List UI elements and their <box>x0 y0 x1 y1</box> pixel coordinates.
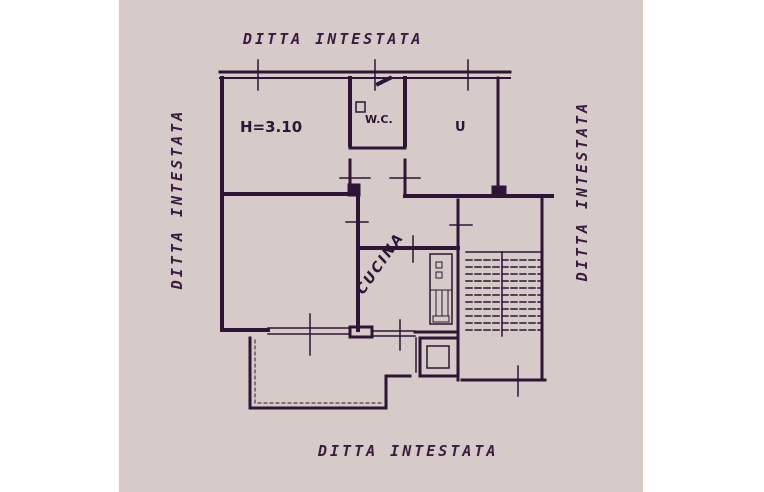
room-right-mark: U <box>455 120 466 135</box>
wc-label: W.C. <box>365 113 393 126</box>
label-bottom-ditta-intestata: DITTA INTESTATA <box>318 442 499 460</box>
room-height-label: H=3.10 <box>240 118 303 136</box>
label-top-ditta-intestata: DITTA INTESTATA <box>243 30 424 48</box>
